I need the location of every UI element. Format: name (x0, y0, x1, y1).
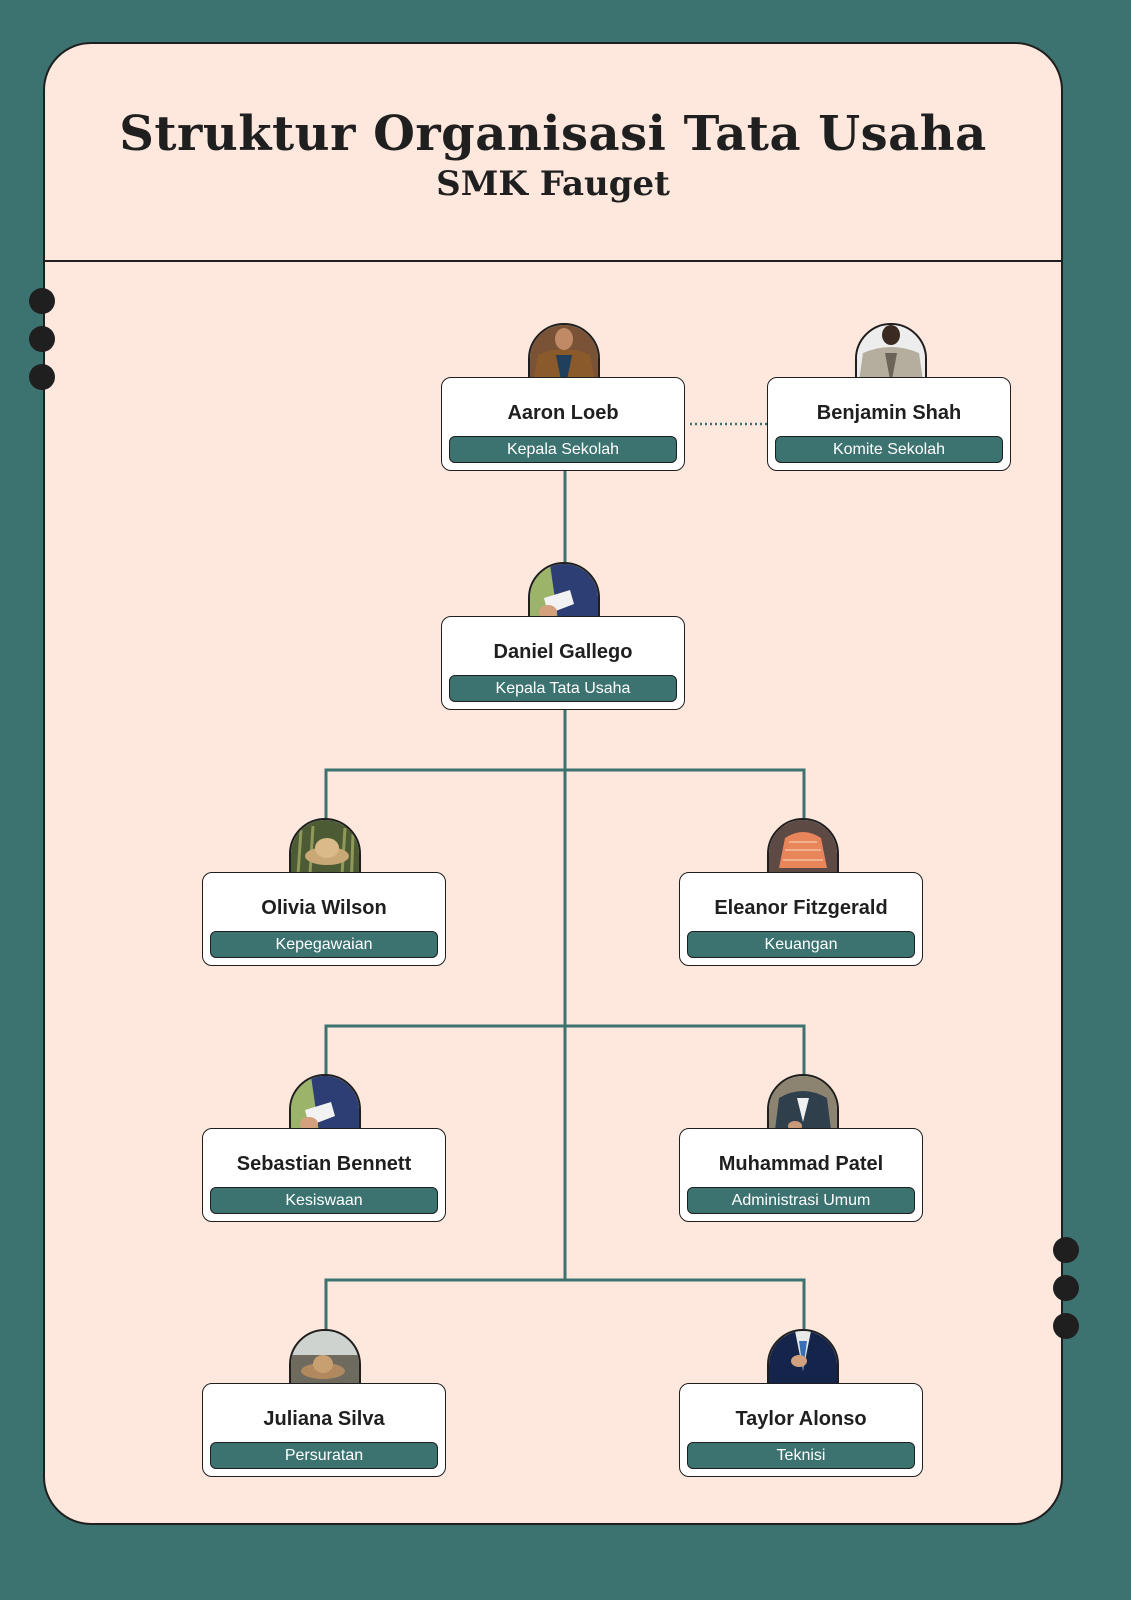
role-badge: Kepala Sekolah (449, 436, 677, 463)
org-node: Juliana Silva Persuratan (202, 1383, 446, 1477)
header-divider (45, 260, 1061, 262)
decorative-dot (29, 326, 55, 352)
org-node: Sebastian Bennett Kesiswaan (202, 1128, 446, 1222)
decorative-dot (1053, 1237, 1079, 1263)
role-badge: Komite Sekolah (775, 436, 1003, 463)
org-node: Eleanor Fitzgerald Keuangan (679, 872, 923, 966)
role-badge: Keuangan (687, 931, 915, 958)
person-name: Benjamin Shah (816, 402, 962, 424)
connector-line (324, 1024, 806, 1074)
connector-line (324, 768, 806, 818)
role-badge: Kesiswaan (210, 1187, 438, 1214)
org-chart-card: Struktur Organisasi Tata Usaha SMK Fauge… (43, 42, 1063, 1525)
person-name: Sebastian Bennett (236, 1153, 412, 1175)
role-badge: Persuratan (210, 1442, 438, 1469)
person-name: Taylor Alonso (735, 1408, 867, 1430)
role-badge: Teknisi (687, 1442, 915, 1469)
role-badge: Kepegawaian (210, 931, 438, 958)
person-name: Juliana Silva (263, 1408, 385, 1430)
page-subtitle: SMK Fauget (436, 164, 670, 204)
page-title: Struktur Organisasi Tata Usaha (119, 106, 987, 162)
person-name: Olivia Wilson (261, 897, 387, 919)
org-node: Muhammad Patel Administrasi Umum (679, 1128, 923, 1222)
org-node: Olivia Wilson Kepegawaian (202, 872, 446, 966)
connector-line (324, 1278, 806, 1329)
person-name: Muhammad Patel (718, 1153, 884, 1175)
person-name: Aaron Loeb (507, 402, 619, 424)
decorative-dot (1053, 1275, 1079, 1301)
org-node: Taylor Alonso Teknisi (679, 1383, 923, 1477)
role-badge: Kepala Tata Usaha (449, 675, 677, 702)
person-name: Eleanor Fitzgerald (714, 897, 888, 919)
decorative-dot (29, 288, 55, 314)
person-name: Daniel Gallego (493, 641, 633, 663)
decorative-dot (29, 364, 55, 390)
org-node: Aaron Loeb Kepala Sekolah (441, 377, 685, 471)
org-node: Benjamin Shah Komite Sekolah (767, 377, 1011, 471)
decorative-dot (1053, 1313, 1079, 1339)
role-badge: Administrasi Umum (687, 1187, 915, 1214)
org-node: Daniel Gallego Kepala Tata Usaha (441, 616, 685, 710)
